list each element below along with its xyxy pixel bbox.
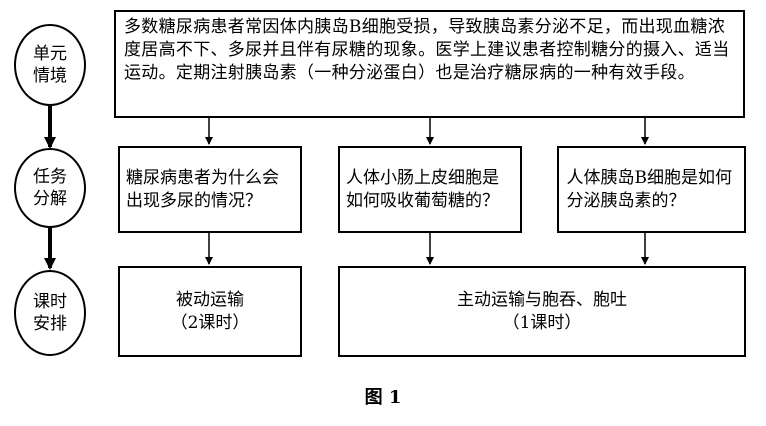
unit-context-text: 多数糖尿病患者常因体内胰岛B细胞受损，导致胰岛素分泌不足，而出现血糖浓度居高不下… [124,17,730,83]
figure-caption: 图 1 [364,387,402,408]
passive-transport-hours: （2课时） [170,312,250,333]
task-polyuria-text: 糖尿病患者为什么会出现多尿的情况？ [126,167,279,211]
row-label-unit-context: 单元情境 [14,24,86,106]
row-label-task-breakdown: 任务分解 [14,148,86,228]
active-transport-hours: （1课时） [502,312,582,333]
schedule-box-passive-transport: 被动运输 （2课时） [118,266,302,357]
task-glucose-absorption-text: 人体小肠上皮细胞是如何吸收葡萄糖的？ [346,167,499,211]
row-label-lesson-schedule-text: 课时安排 [33,292,67,334]
task-box-insulin-secretion: 人体胰岛B细胞是如何分泌胰岛素的？ [557,146,746,233]
task-box-glucose-absorption: 人体小肠上皮细胞是如何吸收葡萄糖的？ [338,146,522,233]
row-label-task-breakdown-text: 任务分解 [33,167,67,209]
row-label-unit-context-text: 单元情境 [33,44,67,86]
task-box-polyuria: 糖尿病患者为什么会出现多尿的情况？ [118,146,302,233]
task-insulin-secretion-text: 人体胰岛B细胞是如何分泌胰岛素的？ [566,167,733,211]
passive-transport-title: 被动运输 [176,289,244,310]
unit-context-box: 多数糖尿病患者常因体内胰岛B细胞受损，导致胰岛素分泌不足，而出现血糖浓度居高不下… [114,10,745,118]
schedule-box-active-transport: 主动运输与胞吞、胞吐 （1课时） [338,266,746,357]
active-transport-title: 主动运输与胞吞、胞吐 [457,289,627,310]
row-label-lesson-schedule: 课时安排 [14,270,86,356]
